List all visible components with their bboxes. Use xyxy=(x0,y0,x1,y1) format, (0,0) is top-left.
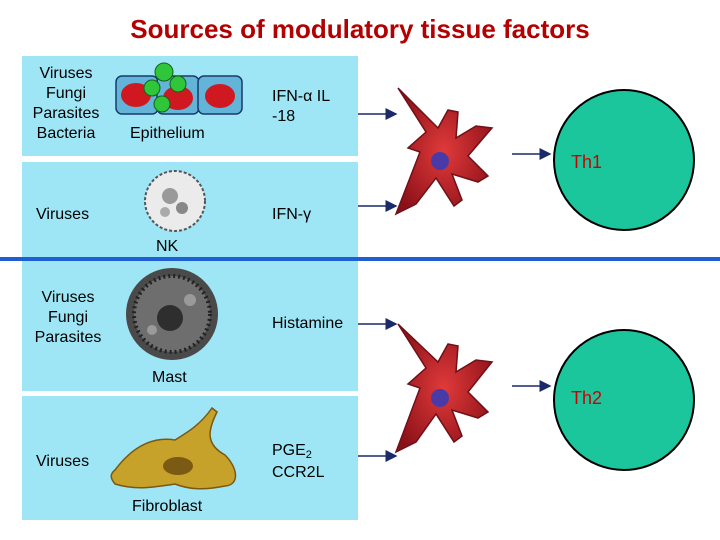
epithelium-sources: Viruses Fungi Parasites Bacteria xyxy=(32,65,100,142)
nk-cell-icon xyxy=(144,170,206,232)
mast-sources: Viruses Fungi Parasites xyxy=(34,289,102,346)
epithelium-factor: IFN-α IL -18 xyxy=(272,88,331,125)
dendritic-cell-bottom-icon xyxy=(394,323,494,454)
divider-line xyxy=(0,257,720,261)
th1-label: Th1 xyxy=(571,152,603,172)
th2-cell-icon xyxy=(553,329,695,471)
fibroblast-factor-line2: CCR2L xyxy=(272,463,325,481)
fibroblast-icon xyxy=(110,406,237,490)
th2-label: Th2 xyxy=(571,388,603,408)
fibroblast-sources: Viruses xyxy=(36,453,90,470)
fibroblast-factor-main: PGE xyxy=(272,442,306,459)
mast-factor: Histamine xyxy=(272,315,344,332)
dendritic-cell-top-icon xyxy=(394,87,494,216)
page-title: Sources of modulatory tissue factors xyxy=(130,14,590,44)
mast-label: Mast xyxy=(152,369,187,386)
fibroblast-factor: PGE2 CCR2L xyxy=(272,441,324,483)
epithelium-label: Epithelium xyxy=(130,125,205,142)
th1-cell-icon xyxy=(553,89,695,231)
nk-factor: IFN-γ xyxy=(272,206,312,223)
epithelium-cells-icon xyxy=(115,62,243,115)
nk-label: NK xyxy=(156,238,179,255)
mast-cell-icon xyxy=(126,268,218,360)
fibroblast-factor-subscript: 2 xyxy=(305,449,312,461)
nk-sources: Viruses xyxy=(36,206,90,223)
fibroblast-label: Fibroblast xyxy=(132,498,203,515)
